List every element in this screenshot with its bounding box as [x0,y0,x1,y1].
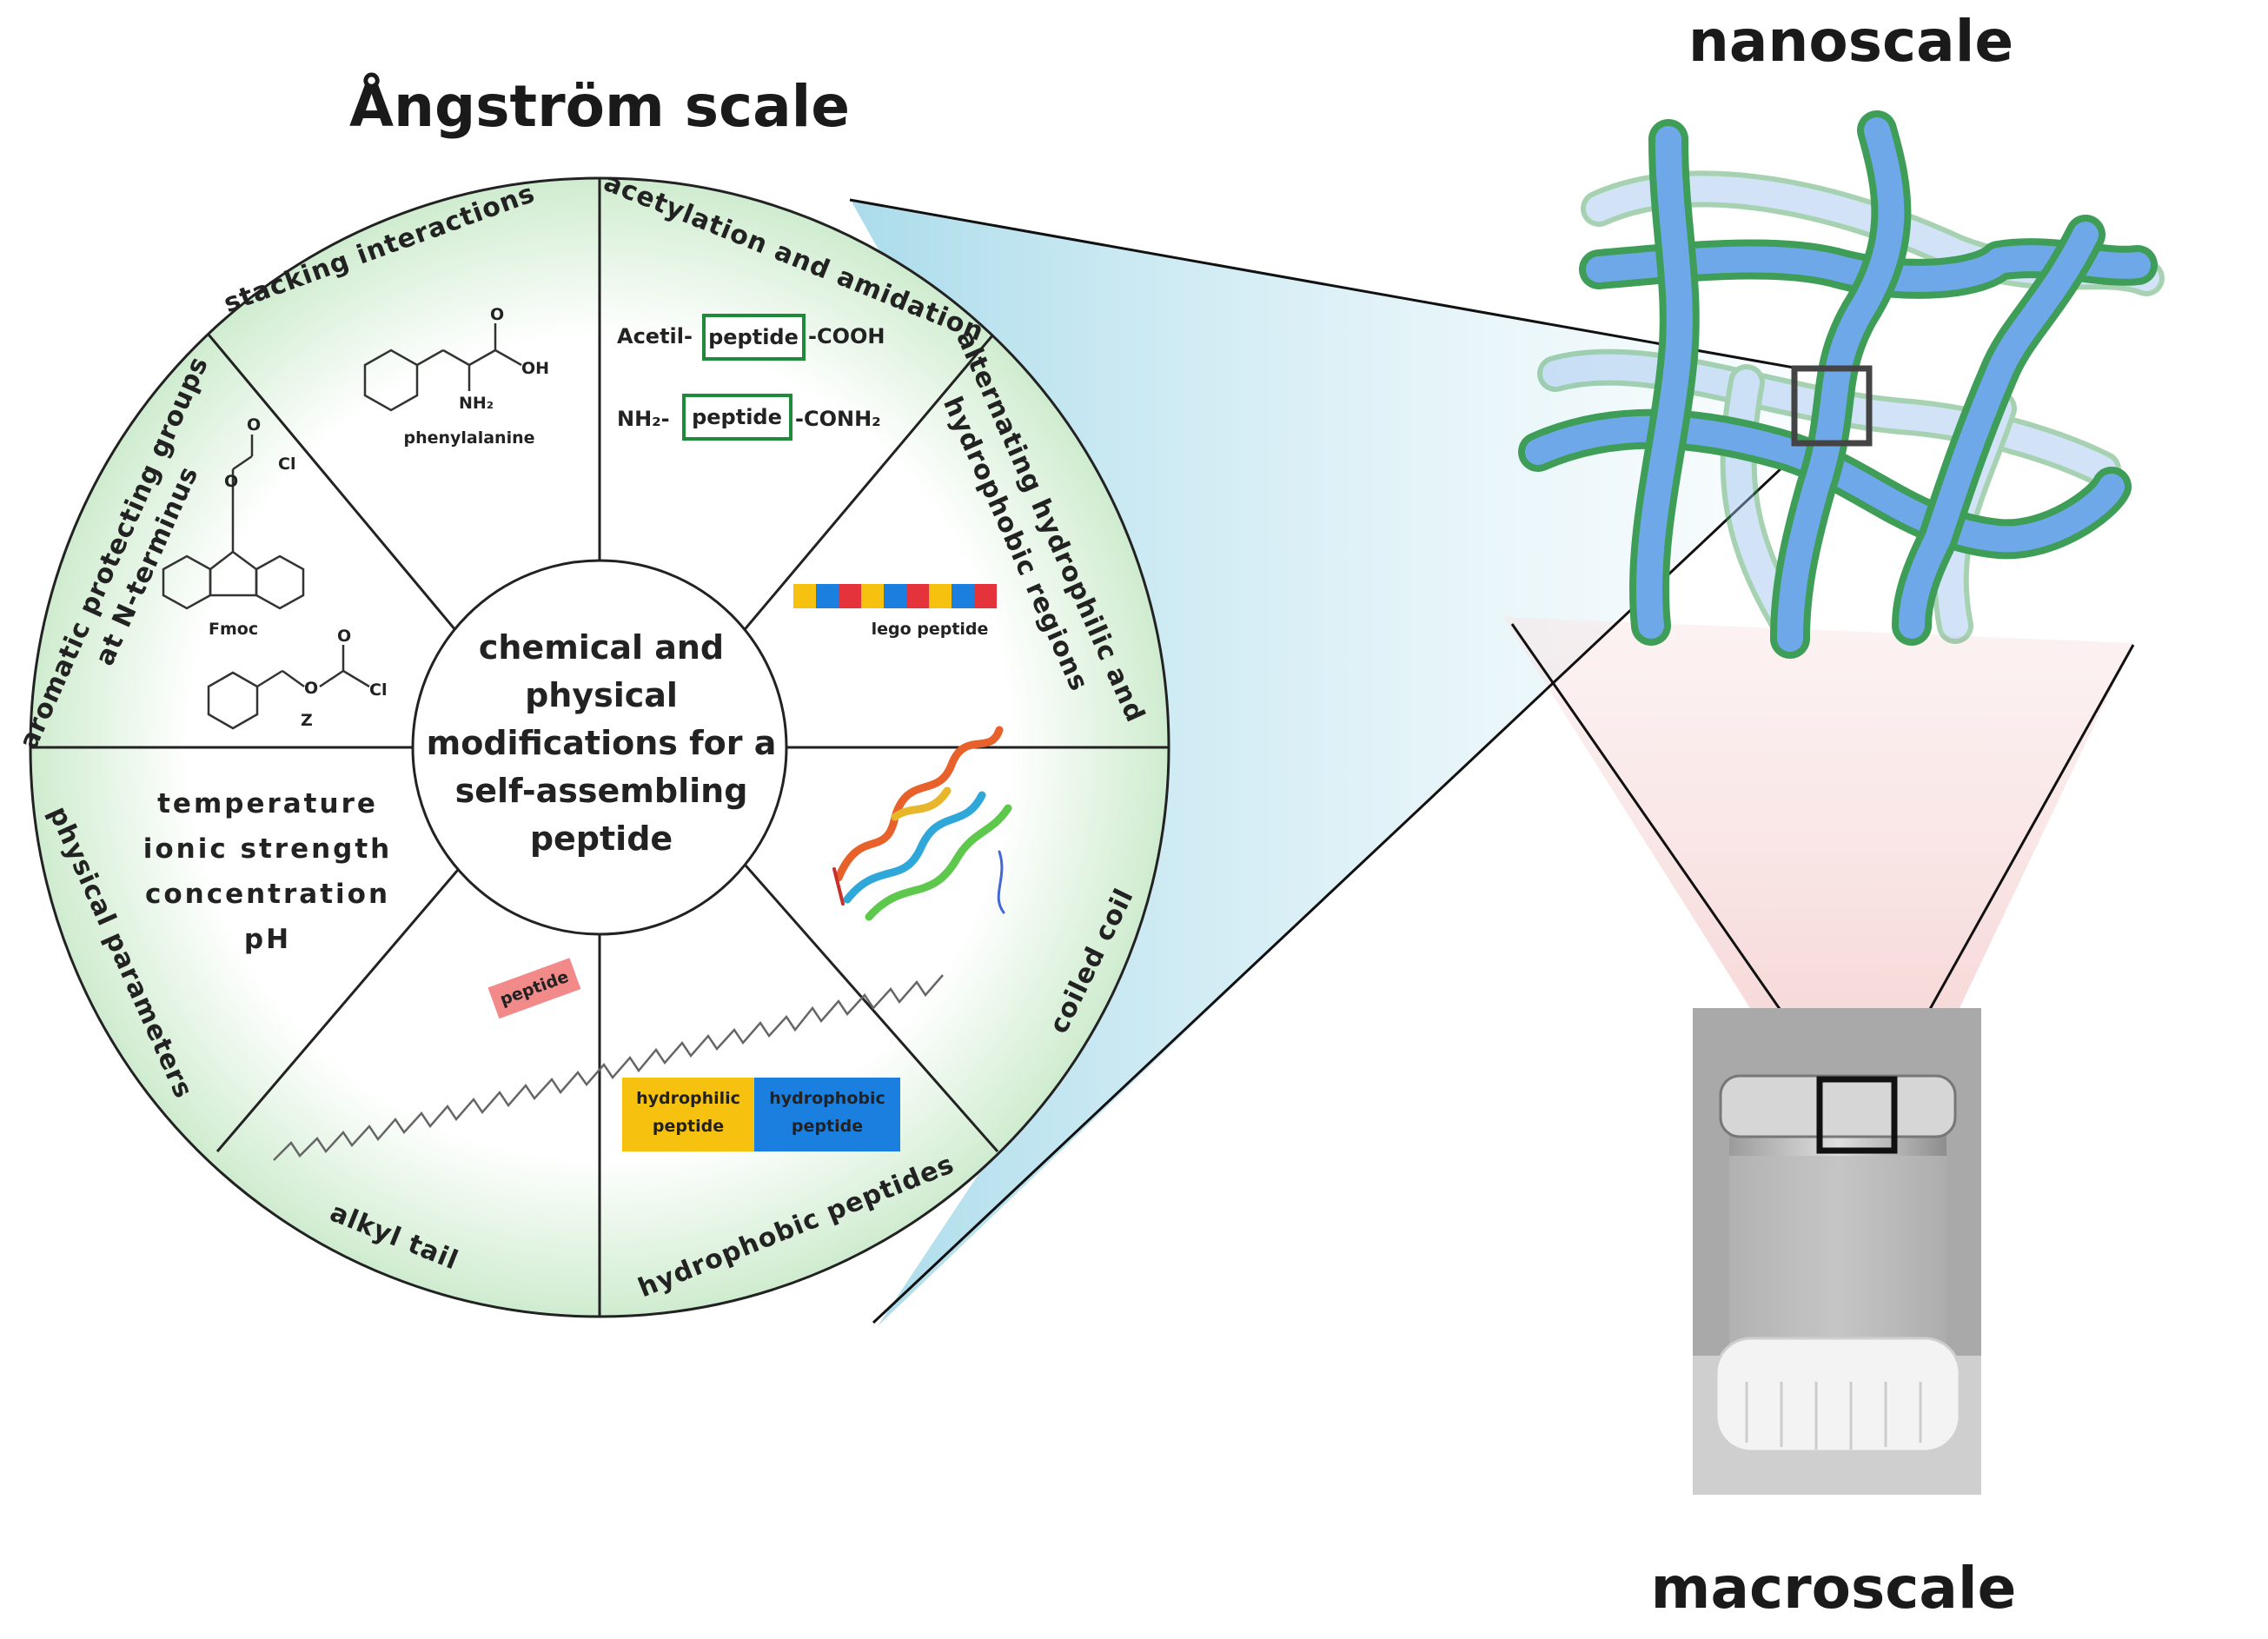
macroscale-title: macroscale [1651,1555,2017,1622]
z-cl: Cl [369,680,387,700]
lego-block [929,584,952,608]
center-circle [411,559,788,936]
fmoc-label: Fmoc [209,620,258,639]
param-temperature: temperature [157,788,378,820]
lego-block [906,584,929,608]
pink-projection [1503,617,2133,1154]
z-label: Z [301,711,313,730]
phe-oh: OH [521,359,549,378]
z-structure [207,645,370,730]
lego-block [884,584,906,608]
fmoc-structure [162,435,305,610]
projection-line-top [849,198,1800,370]
macroscale-zoom-box [1816,1076,1898,1154]
phe-o: O [490,305,504,324]
cooh-suffix: -COOH [808,324,885,348]
lego-block [816,584,839,608]
z-o2: O [337,627,351,646]
center-line-4: self-assembling [455,772,748,810]
angstrom-title: Ångström scale [349,72,850,140]
lego-peptide-bar [793,584,997,608]
phe-nh2: NH₂ [459,394,494,413]
center-line-1: chemical and [479,628,724,667]
hydrophilic-line-2: peptide [653,1117,724,1136]
peptide-box-1 [702,314,806,361]
lego-block [861,584,884,608]
coiled-coil-ribbon [832,726,1012,921]
hydrophobic-line-2: peptide [792,1117,863,1136]
hydrophobic-line-1: hydrophobic [769,1089,885,1108]
lego-block [839,584,861,608]
projection-line-jar-right [1890,644,2135,1078]
fmoc-o2: O [247,415,261,435]
hydrophilic-block [622,1078,754,1151]
peptide-box-2 [682,394,792,441]
center-line-3: modifications for a [427,724,777,762]
lego-block [974,584,997,608]
peptide-box-2-text: peptide [692,405,782,429]
projection-line-jar-left [1510,623,1829,1078]
param-concentration: concentration [145,879,390,910]
lego-block [952,584,974,608]
acetil-prefix: Acetil- [617,324,693,348]
param-ph: pH [244,924,291,955]
fiber-network [1518,110,2165,659]
center-line-5: peptide [530,820,673,858]
hydrophobic-block [754,1078,900,1151]
nh2-prefix: NH₂- [617,407,670,431]
z-o: O [304,679,318,698]
alkyl-chain [273,974,944,1161]
nanoscale-title: nanoscale [1688,8,2013,75]
center-line-2: physical [525,676,678,714]
phenylalanine-structure [363,323,522,412]
fmoc-cl: Cl [278,455,295,474]
lego-peptide-label: lego peptide [872,620,989,639]
hydrophilic-line-1: hydrophilic [636,1089,740,1108]
modification-wheel [29,176,1170,1318]
fmoc-o: O [224,472,238,491]
param-ionic-strength: ionic strength [143,833,393,865]
nanoscale-zoom-box [1791,365,1873,447]
jar-photo [1693,1008,1981,1495]
phenylalanine-label: phenylalanine [403,428,534,448]
alkyl-peptide-tag: peptide [487,958,581,1019]
conh2-suffix: -CONH₂ [795,407,881,431]
peptide-box-1-text: peptide [708,325,799,349]
lego-block [793,584,816,608]
